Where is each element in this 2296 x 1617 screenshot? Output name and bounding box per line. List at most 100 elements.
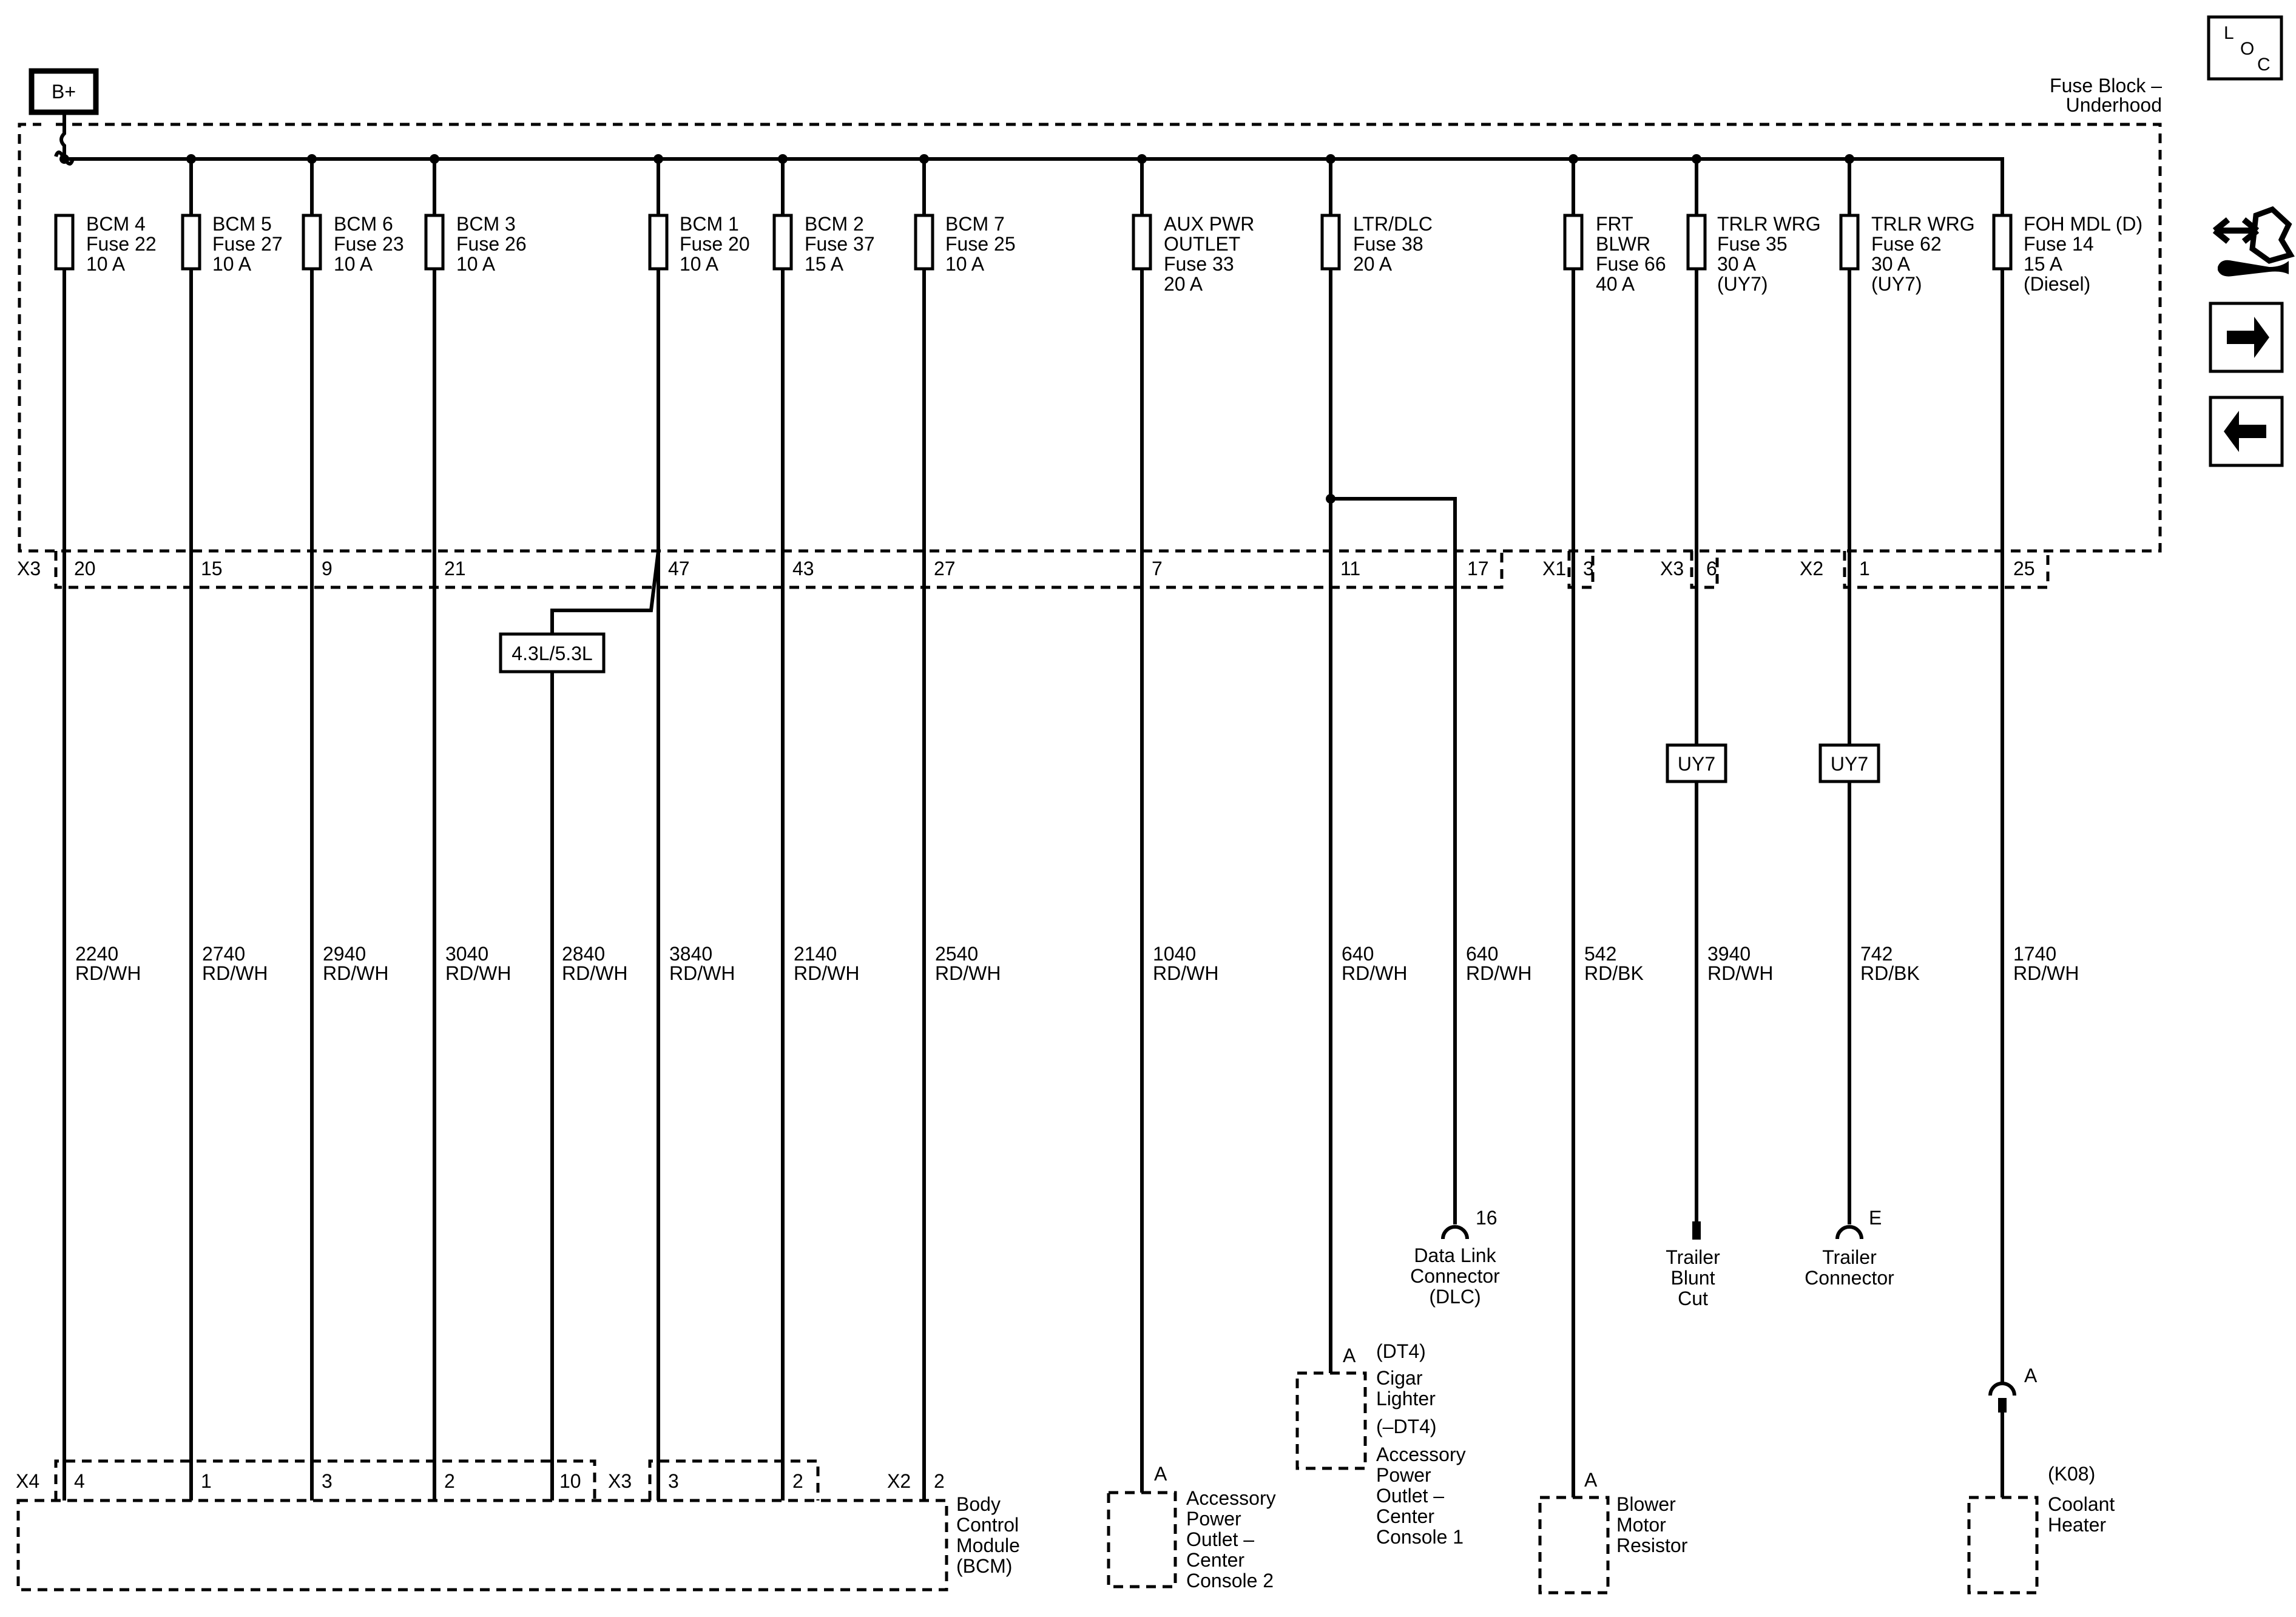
component-label-line: Resistor xyxy=(1616,1534,1688,1556)
component-label-line: Motor xyxy=(1616,1514,1666,1536)
fuse-symbol xyxy=(181,214,201,271)
female-terminal xyxy=(1988,1382,2016,1396)
pin-number: 47 xyxy=(668,558,690,579)
component-pin: A xyxy=(1343,1345,1356,1366)
pin-number: 15 xyxy=(201,558,223,579)
pin-number: 17 xyxy=(1467,558,1489,579)
pin-number: 1 xyxy=(1859,558,1870,579)
fuse-ltr-dlc: LTR/DLC Fuse 38 20 A xyxy=(1320,213,1433,275)
fuse-symbol xyxy=(1132,214,1152,271)
loc-button[interactable]: L O C xyxy=(2207,15,2283,81)
fuse-symbol xyxy=(772,214,793,271)
wire-color: RD/BK xyxy=(1584,962,1644,984)
component-trailer-connector: E Trailer Connector xyxy=(1805,1207,1894,1289)
fuse-label-line: Fuse 22 xyxy=(86,233,157,255)
component-label-line: (K08) xyxy=(2048,1463,2095,1485)
pin-number: 20 xyxy=(74,558,96,579)
fuse-label-line: OUTLET xyxy=(1164,233,1240,255)
component-outline xyxy=(1538,1496,1610,1595)
wire-circuit: 2740 xyxy=(202,943,245,965)
fuse-label-line: 30 A xyxy=(1871,253,1911,275)
fuse-aux-pwr-outlet: AUX PWR OUTLET Fuse 33 20 A xyxy=(1132,213,1254,295)
loc-letter: O xyxy=(2240,39,2254,59)
wire-circuit: 3040 xyxy=(445,943,488,965)
component-label-line: Cigar xyxy=(1376,1367,1423,1389)
pin-number: 2 xyxy=(444,1470,455,1492)
wire-color: RD/WH xyxy=(202,962,268,984)
fuse-bcm-1: BCM 1 Fuse 20 10 A xyxy=(648,213,750,275)
connector-label: X2 xyxy=(887,1470,911,1492)
fuse-label-line: FRT xyxy=(1596,213,1633,235)
pin-number: 3 xyxy=(322,1470,333,1492)
connector-label: X3 xyxy=(1660,558,1684,579)
blunt-cut-end xyxy=(1692,1221,1701,1240)
wire-circuit: 542 xyxy=(1584,943,1616,965)
fuse-label-line: Fuse 37 xyxy=(805,233,875,255)
wire-circuit: 2840 xyxy=(562,943,605,965)
fuse-label-line: Fuse 14 xyxy=(2024,233,2094,255)
component-label-line: Blower xyxy=(1616,1493,1676,1515)
fuse-label-line: 10 A xyxy=(86,253,126,275)
fuse-label-line: Fuse 62 xyxy=(1871,233,1942,255)
component-label-line: Power xyxy=(1376,1464,1431,1486)
component-label-line: Heater xyxy=(2048,1514,2106,1536)
component-outline xyxy=(1967,1496,2039,1595)
fuse-label-line: 10 A xyxy=(945,253,985,275)
pin-number: 7 xyxy=(1152,558,1163,579)
fuse-label-line: Fuse 20 xyxy=(680,233,750,255)
wire-circuit: 1040 xyxy=(1153,943,1196,965)
component-label-line: (–DT4) xyxy=(1376,1416,1437,1437)
fuse-block-label-line-1: Fuse Block – xyxy=(2050,75,2162,96)
fuse-label-line: BLWR xyxy=(1596,233,1650,255)
fuse-block-outline xyxy=(18,123,2162,553)
fuse-bcm-6: BCM 6 Fuse 23 10 A xyxy=(302,213,404,275)
component-label-line: Console 2 xyxy=(1186,1570,1274,1592)
component-label-line: Lighter xyxy=(1376,1388,1436,1409)
wire-circuit: 742 xyxy=(1860,943,1893,965)
component-pin: A xyxy=(1584,1469,1598,1491)
wire-color: RD/WH xyxy=(445,962,511,984)
pin-number: 1 xyxy=(201,1470,212,1492)
bcm-outline xyxy=(16,1499,948,1592)
next-page-button[interactable] xyxy=(2209,302,2284,373)
component-label-line: (DT4) xyxy=(1376,1340,1426,1362)
wire-circuit: 2540 xyxy=(935,943,978,965)
fuse-label-line: TRLR WRG xyxy=(1871,213,1975,235)
component-label-line: Coolant xyxy=(2048,1493,2115,1515)
option-box-uy7-a: UY7 xyxy=(1666,743,1727,783)
fuse-label-line: 10 A xyxy=(680,253,719,275)
fuse-block-label-line-2: Underhood xyxy=(2066,94,2162,116)
connector-body-icon xyxy=(2249,206,2295,264)
connector-x3b-strip xyxy=(1690,551,1719,589)
male-terminal xyxy=(1998,1398,2007,1413)
fuse-label-line: BCM 1 xyxy=(680,213,739,235)
component-label-line: Console 1 xyxy=(1376,1526,1464,1548)
fuse-label-line: BCM 7 xyxy=(945,213,1005,235)
fuse-label-line: 30 A xyxy=(1717,253,1757,275)
fuse-label-line: Fuse 27 xyxy=(212,233,283,255)
fuse-label-line: BCM 2 xyxy=(805,213,864,235)
option-box-engine: 4.3L/5.3L xyxy=(499,632,606,673)
component-label-line: Outlet – xyxy=(1376,1485,1444,1507)
component-pin: A xyxy=(1154,1463,1167,1485)
previous-page-button[interactable] xyxy=(2209,396,2284,467)
fuse-label-line: Fuse 38 xyxy=(1353,233,1423,255)
component-label-line: Center xyxy=(1376,1505,1434,1527)
connector-x2-strip xyxy=(1843,551,2050,589)
wire-color: RD/WH xyxy=(323,962,388,984)
component-accessory-outlet-2: A Accessory Power Outlet – Center Consol… xyxy=(1107,1463,1276,1592)
fuse-bcm-5: BCM 5 Fuse 27 10 A xyxy=(181,213,283,275)
connector-wrench-icon[interactable] xyxy=(2212,206,2295,277)
wire-circuit: 2940 xyxy=(323,943,366,965)
fuse-label-line: Fuse 66 xyxy=(1596,253,1666,275)
wire-circuit: 640 xyxy=(1342,943,1374,965)
pin-number: 21 xyxy=(444,558,466,579)
wire-color: RD/WH xyxy=(935,962,1001,984)
component-pin: A xyxy=(2024,1365,2038,1386)
option-box xyxy=(499,632,606,673)
fuse-bcm-7: BCM 7 Fuse 25 10 A xyxy=(914,213,1016,275)
arrow-left-icon xyxy=(2224,411,2266,452)
wire-circuit: 3840 xyxy=(669,943,712,965)
component-label-line: Trailer xyxy=(1822,1246,1877,1268)
